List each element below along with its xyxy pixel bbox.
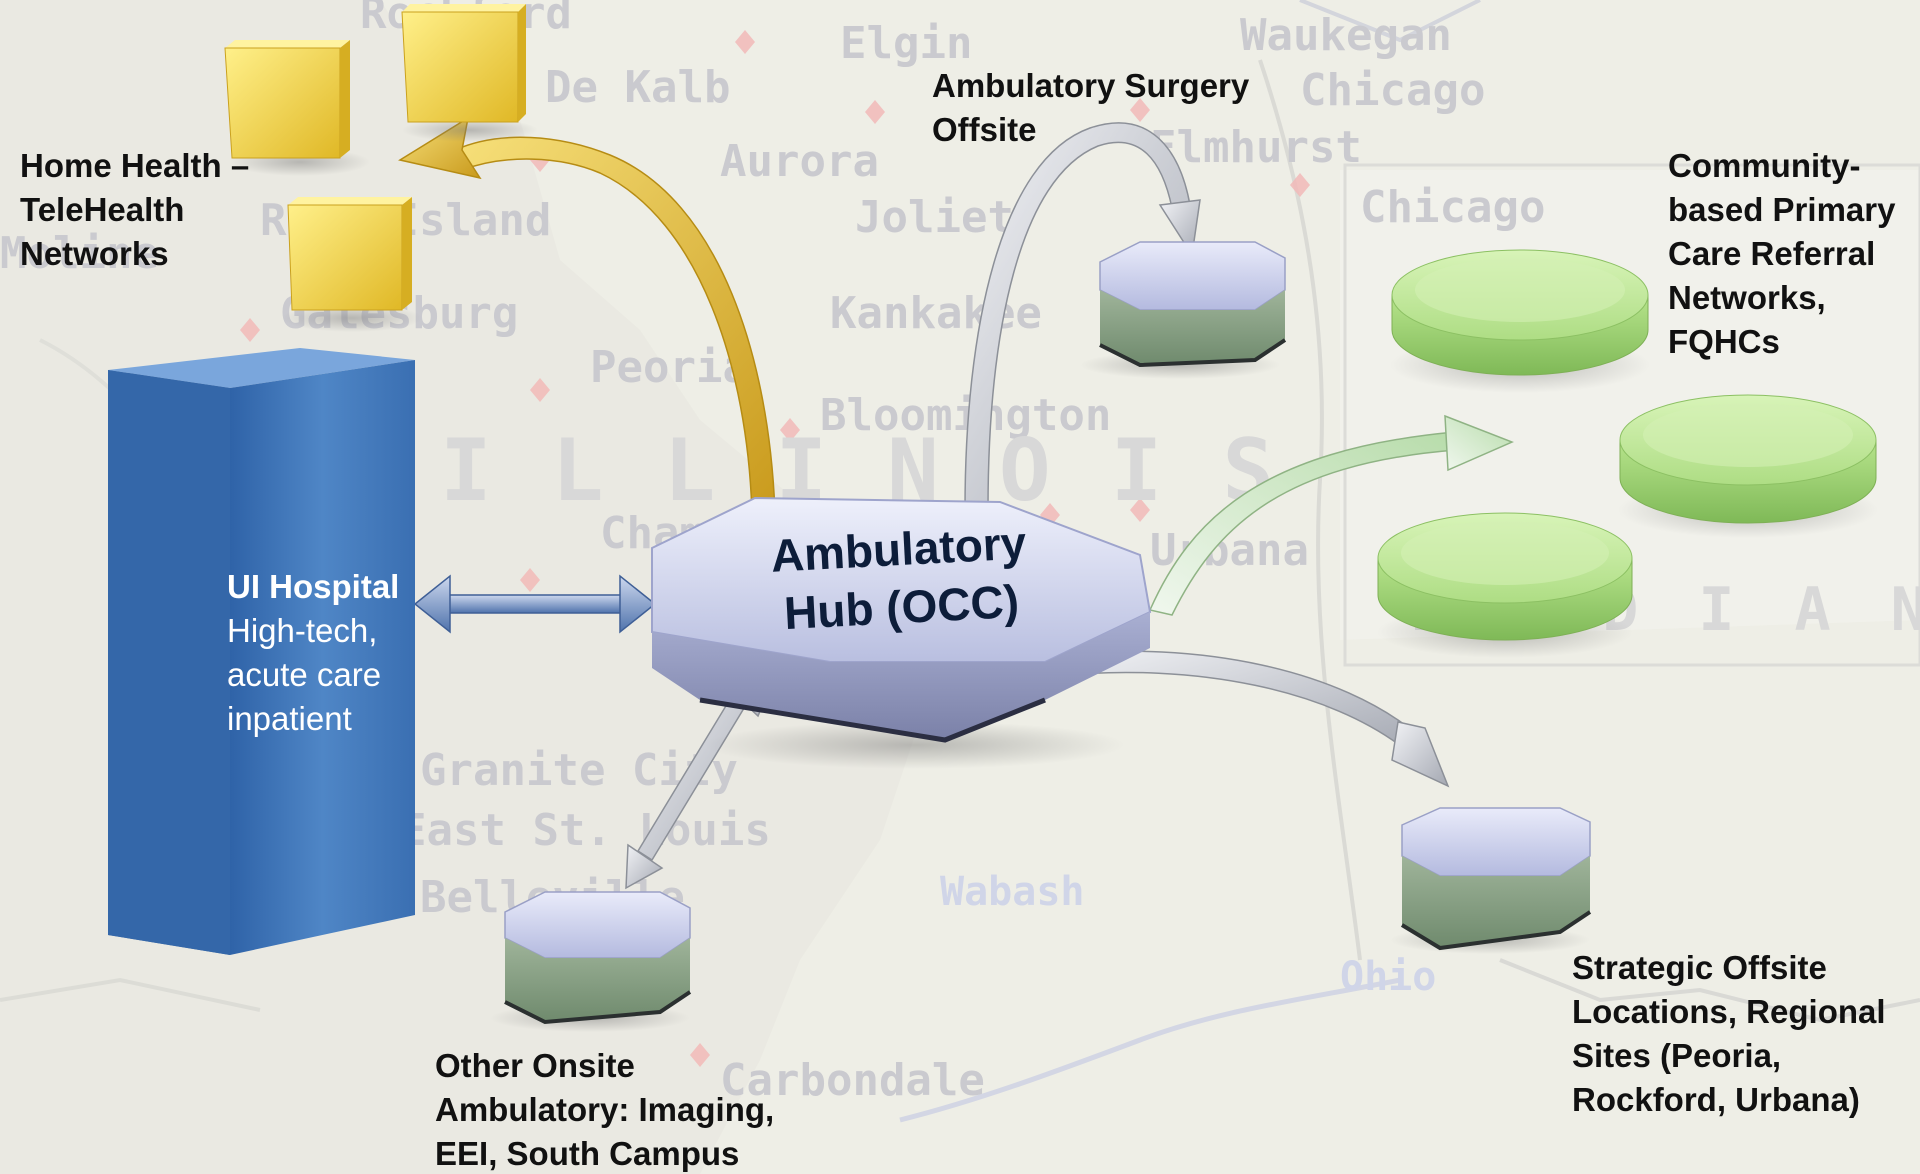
home-health-label: Home Health – TeleHealth Networks — [20, 144, 249, 276]
disk-icon — [1618, 394, 1878, 538]
map-label-chicago: Chicago — [1300, 65, 1485, 116]
strategic-label: Strategic Offsite Locations, Regional Si… — [1572, 946, 1886, 1122]
map-label-ohio: Ohio — [1340, 954, 1436, 1000]
octagon-site-icon — [1080, 241, 1287, 379]
map-label-wabash: Wabash — [940, 869, 1085, 915]
map-label-aurora: Aurora — [720, 136, 879, 187]
disk-icon — [1390, 249, 1650, 393]
map-label-east-st-louis: East St. Louis — [400, 805, 771, 856]
map-label-moline: Moline — [0, 228, 159, 279]
disk-icon — [1377, 512, 1633, 658]
map-label-chicago-heights: Chicago — [1360, 182, 1545, 233]
community-label-line: Care Referral — [1668, 235, 1876, 272]
octagon-site-icon — [490, 891, 692, 1032]
arrow-hub-hospital-bidirectional — [413, 574, 657, 634]
community-label-line: based Primary — [1668, 191, 1896, 228]
home-health-label-line: Networks — [20, 235, 169, 272]
hub-title: Ambulatory Hub (OCC) — [727, 511, 1073, 645]
hub-octagon-icon — [651, 496, 1152, 769]
cube-icon — [401, 4, 538, 142]
community-label: Community- based Primary Care Referral N… — [1668, 144, 1895, 364]
cube-icon — [224, 40, 370, 176]
map-label-dekalb: De Kalb — [545, 62, 730, 113]
hospital-desc-line: inpatient — [227, 700, 352, 737]
hospital-desc-line: acute care — [227, 656, 382, 693]
map-label-joliet: Joliet — [855, 192, 1014, 243]
arrow-hub-to-community — [1148, 414, 1514, 616]
cube-icon — [282, 197, 422, 332]
onsite-label: Other Onsite Ambulatory: Imaging, EEI, S… — [435, 1044, 774, 1174]
strategic-label-line: Sites (Peoria, — [1572, 1037, 1782, 1074]
surgery-label: Ambulatory Surgery Offsite — [932, 64, 1249, 152]
community-label-line: Networks, — [1668, 279, 1826, 316]
octagon-site-icon — [1390, 807, 1592, 954]
strategic-label-line: Locations, Regional — [1572, 993, 1886, 1030]
onsite-label-line: Other Onsite — [435, 1047, 635, 1084]
community-label-line: Community- — [1668, 147, 1861, 184]
map-label-waukegan: Waukegan — [1240, 10, 1452, 61]
home-health-label-line: Home Health – — [20, 147, 250, 184]
map-label-peoria: Peoria — [590, 342, 749, 393]
onsite-label-line: Ambulatory: Imaging, — [435, 1091, 775, 1128]
map-label-bloomington: Bloomington — [820, 390, 1111, 441]
surgery-label-line: Offsite — [932, 111, 1037, 148]
hospital-desc-line: High-tech, — [227, 612, 378, 649]
home-health-label-line: TeleHealth — [20, 191, 185, 228]
map-label-elmhurst: Elmhurst — [1150, 122, 1362, 173]
hospital-title: UI Hospital — [227, 568, 400, 605]
hospital-label: UI Hospital High-tech, acute care inpati… — [227, 565, 427, 741]
community-label-line: FQHCs — [1668, 323, 1780, 360]
onsite-label-line: EEI, South Campus — [435, 1135, 740, 1172]
surgery-label-line: Ambulatory Surgery — [932, 67, 1250, 104]
map-label-elgin: Elgin — [840, 18, 972, 69]
map-label-carbondale: Carbondale — [720, 1055, 985, 1106]
strategic-label-line: Rockford, Urbana) — [1572, 1081, 1860, 1118]
strategic-label-line: Strategic Offsite — [1572, 949, 1827, 986]
hospital-block-icon — [108, 348, 415, 955]
